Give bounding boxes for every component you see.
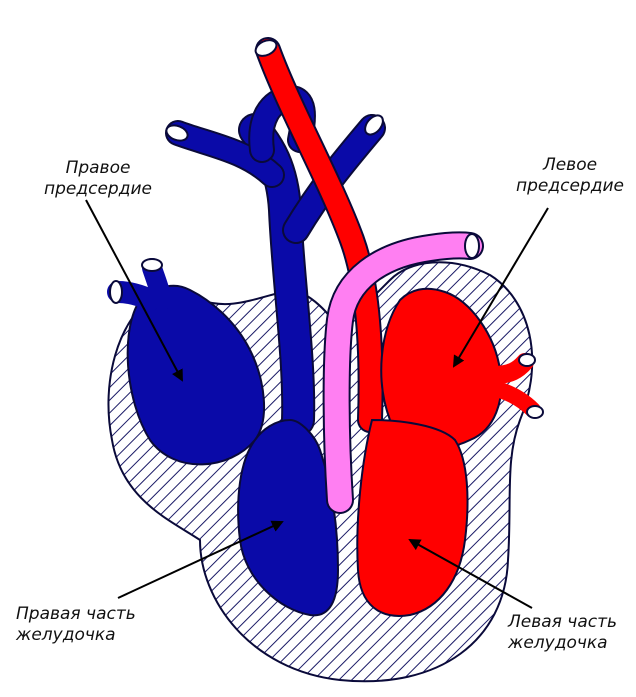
vessel-opening <box>519 354 535 366</box>
label-right-ventricle: Правая часть желудочка <box>16 604 176 646</box>
label-left-ventricle: Левая часть желудочка <box>508 612 636 654</box>
right-atrium-vessel-2 <box>152 268 162 300</box>
vessel-opening <box>527 406 543 418</box>
pulmonary-opening <box>465 234 479 258</box>
vessel-opening <box>110 281 122 303</box>
vessel-opening <box>142 259 162 271</box>
label-left-atrium: Левое предсердие <box>500 155 636 197</box>
label-right-atrium: Правое предсердие <box>34 158 162 200</box>
